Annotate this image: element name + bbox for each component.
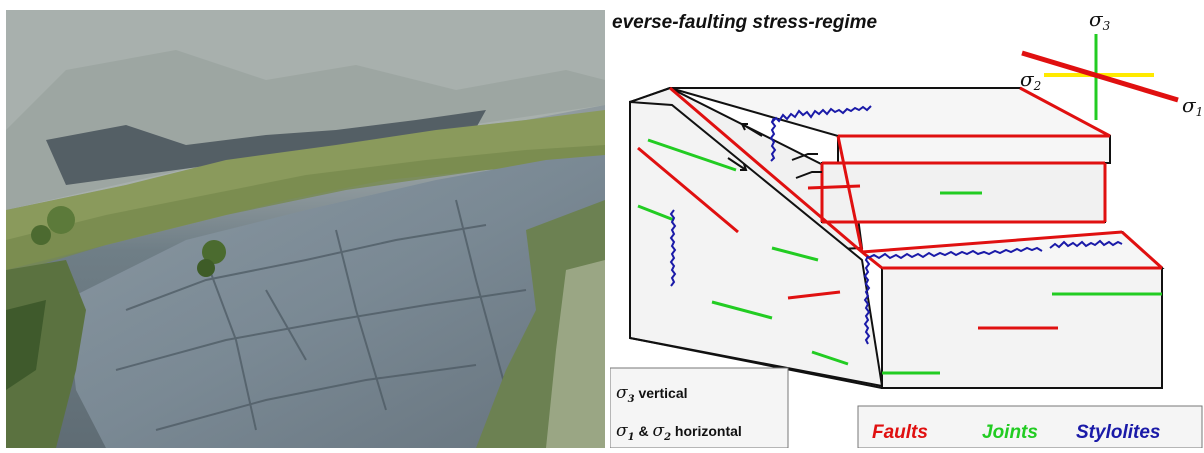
stylolite-traces	[669, 105, 1123, 345]
stress-regime-diagram: everse-faulting stress-regime σ3 σ2 σ1	[609, 0, 1204, 449]
joint-traces	[637, 138, 1162, 375]
cliff-face-photo	[6, 10, 605, 448]
legend-joints: Joints	[982, 422, 1038, 443]
legend-faults: Faults	[872, 422, 928, 443]
fault-traces	[637, 86, 1164, 330]
slip-arrows	[727, 123, 822, 179]
stress-axes-icon: σ3 σ2 σ1	[1020, 7, 1203, 120]
legend-box: Faults Joints Stylolites	[857, 405, 1203, 449]
sigma2-label: σ2	[1020, 67, 1041, 93]
sigma1-label: σ1	[1182, 93, 1203, 119]
faulted-block	[629, 86, 1165, 389]
block-diagram-svg: everse-faulting stress-regime σ3 σ2 σ1	[609, 7, 1203, 449]
sigma3-label: σ3	[1089, 7, 1111, 33]
diagram-title: everse-faulting stress-regime	[612, 12, 877, 33]
note-line-2: σ1 & σ2 horizontal	[616, 421, 742, 443]
legend-stylolites: Stylolites	[1076, 422, 1160, 443]
note-line-1: σ3 vertical	[616, 383, 688, 405]
stress-note-box: σ3 vertical σ1 & σ2 horizontal	[609, 367, 789, 449]
